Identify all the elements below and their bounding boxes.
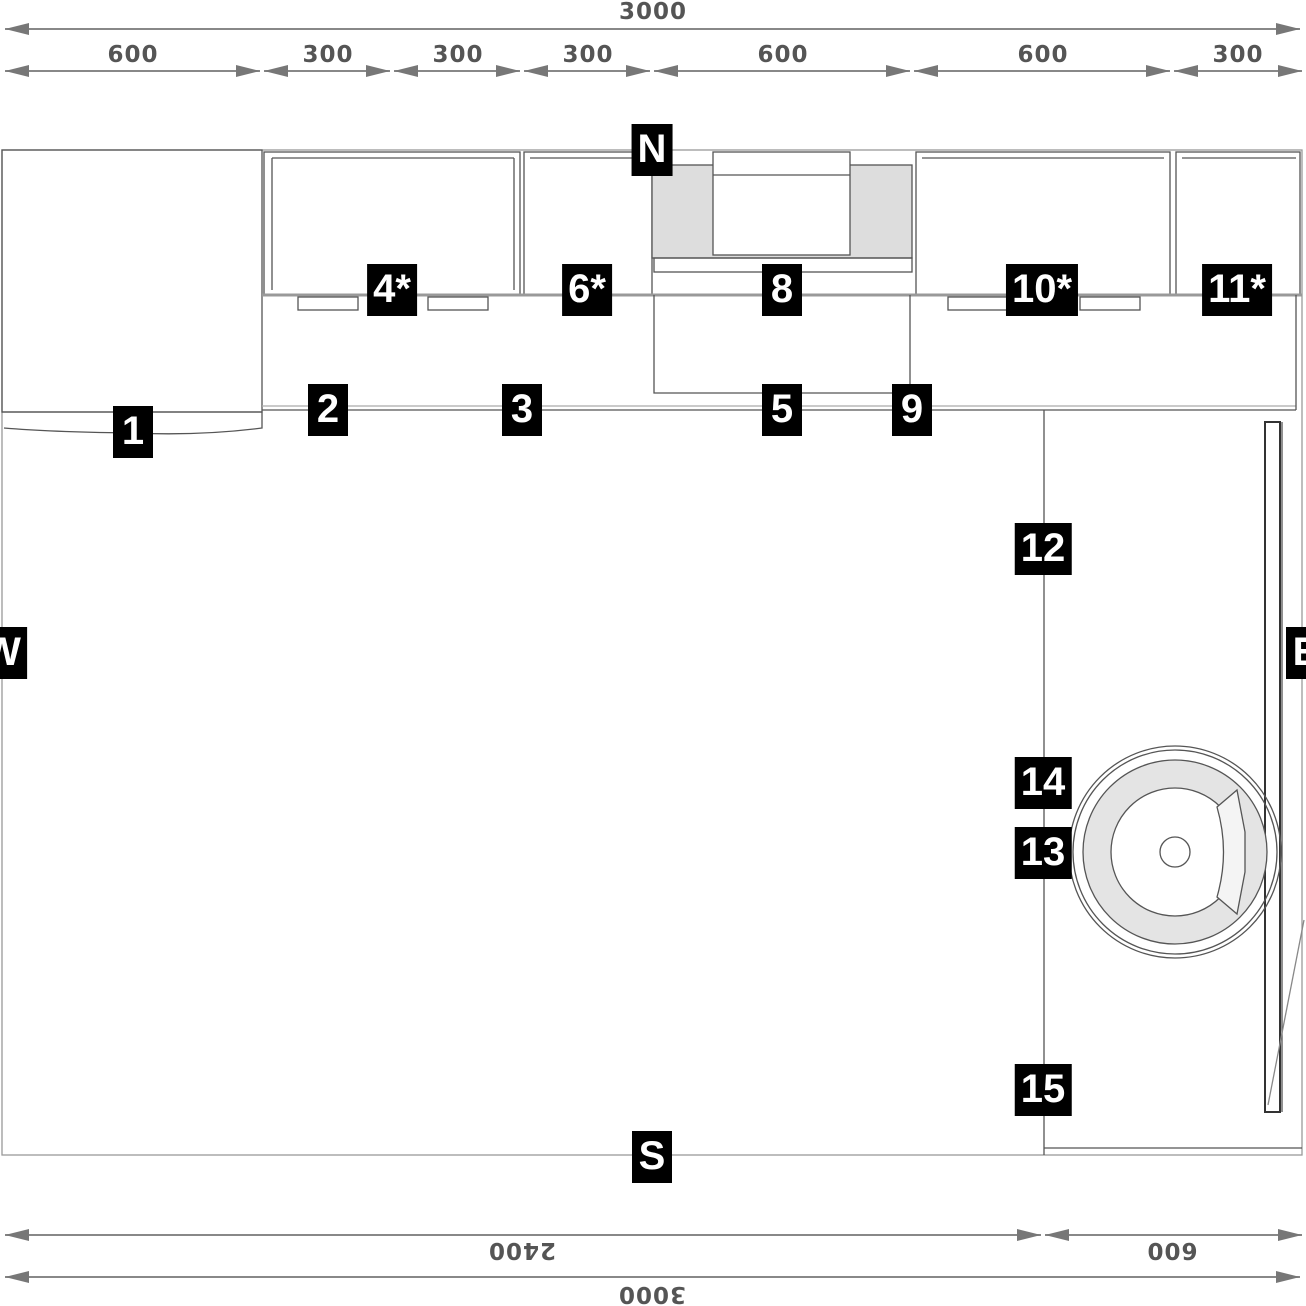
dim-top-segment: 300: [432, 42, 484, 68]
dim-top-segment: 300: [1212, 42, 1264, 68]
fridge: [1, 149, 263, 413]
dim-bottom-segment: 2400: [487, 1237, 557, 1263]
unit-tag-12: 12: [1014, 523, 1072, 575]
unit-tag-11: 11*: [1202, 264, 1272, 316]
unit-tag-1: 1: [113, 406, 153, 458]
compass-west: W: [0, 627, 27, 679]
unit-tag-14: 14: [1014, 757, 1072, 809]
unit-tag-15: 15: [1014, 1064, 1072, 1116]
unit-tag-13: 13: [1014, 827, 1072, 879]
compass-south: S: [632, 1131, 672, 1183]
unit-tag-5: 5: [762, 384, 802, 436]
compass-east: E: [1286, 627, 1306, 679]
dim-top-segment: 600: [757, 42, 809, 68]
unit-tag-2: 2: [308, 384, 348, 436]
dim-top-total: 3000: [618, 0, 688, 25]
compass-north: N: [631, 124, 673, 176]
hood: [712, 151, 851, 256]
dim-top-segment: 600: [1017, 42, 1069, 68]
dim-top-segment: 300: [562, 42, 614, 68]
dimension-lines: [5, 23, 1302, 1283]
unit-tag-9: 9: [892, 384, 932, 436]
east-window: [1264, 421, 1281, 1113]
unit-tag-10: 10*: [1005, 264, 1079, 316]
dim-top-segment: 600: [107, 42, 159, 68]
unit-tag-6: 6*: [562, 264, 612, 316]
dim-bottom-segment: 600: [1146, 1237, 1198, 1263]
unit-tag-3: 3: [502, 384, 542, 436]
room-geometry: [1, 149, 1305, 1156]
dim-top-segment: 300: [302, 42, 354, 68]
dim-bottom-total: 3000: [617, 1281, 687, 1306]
unit-tag-8: 8: [762, 264, 802, 316]
unit-tag-4: 4*: [367, 264, 417, 316]
sink: [1068, 745, 1282, 959]
